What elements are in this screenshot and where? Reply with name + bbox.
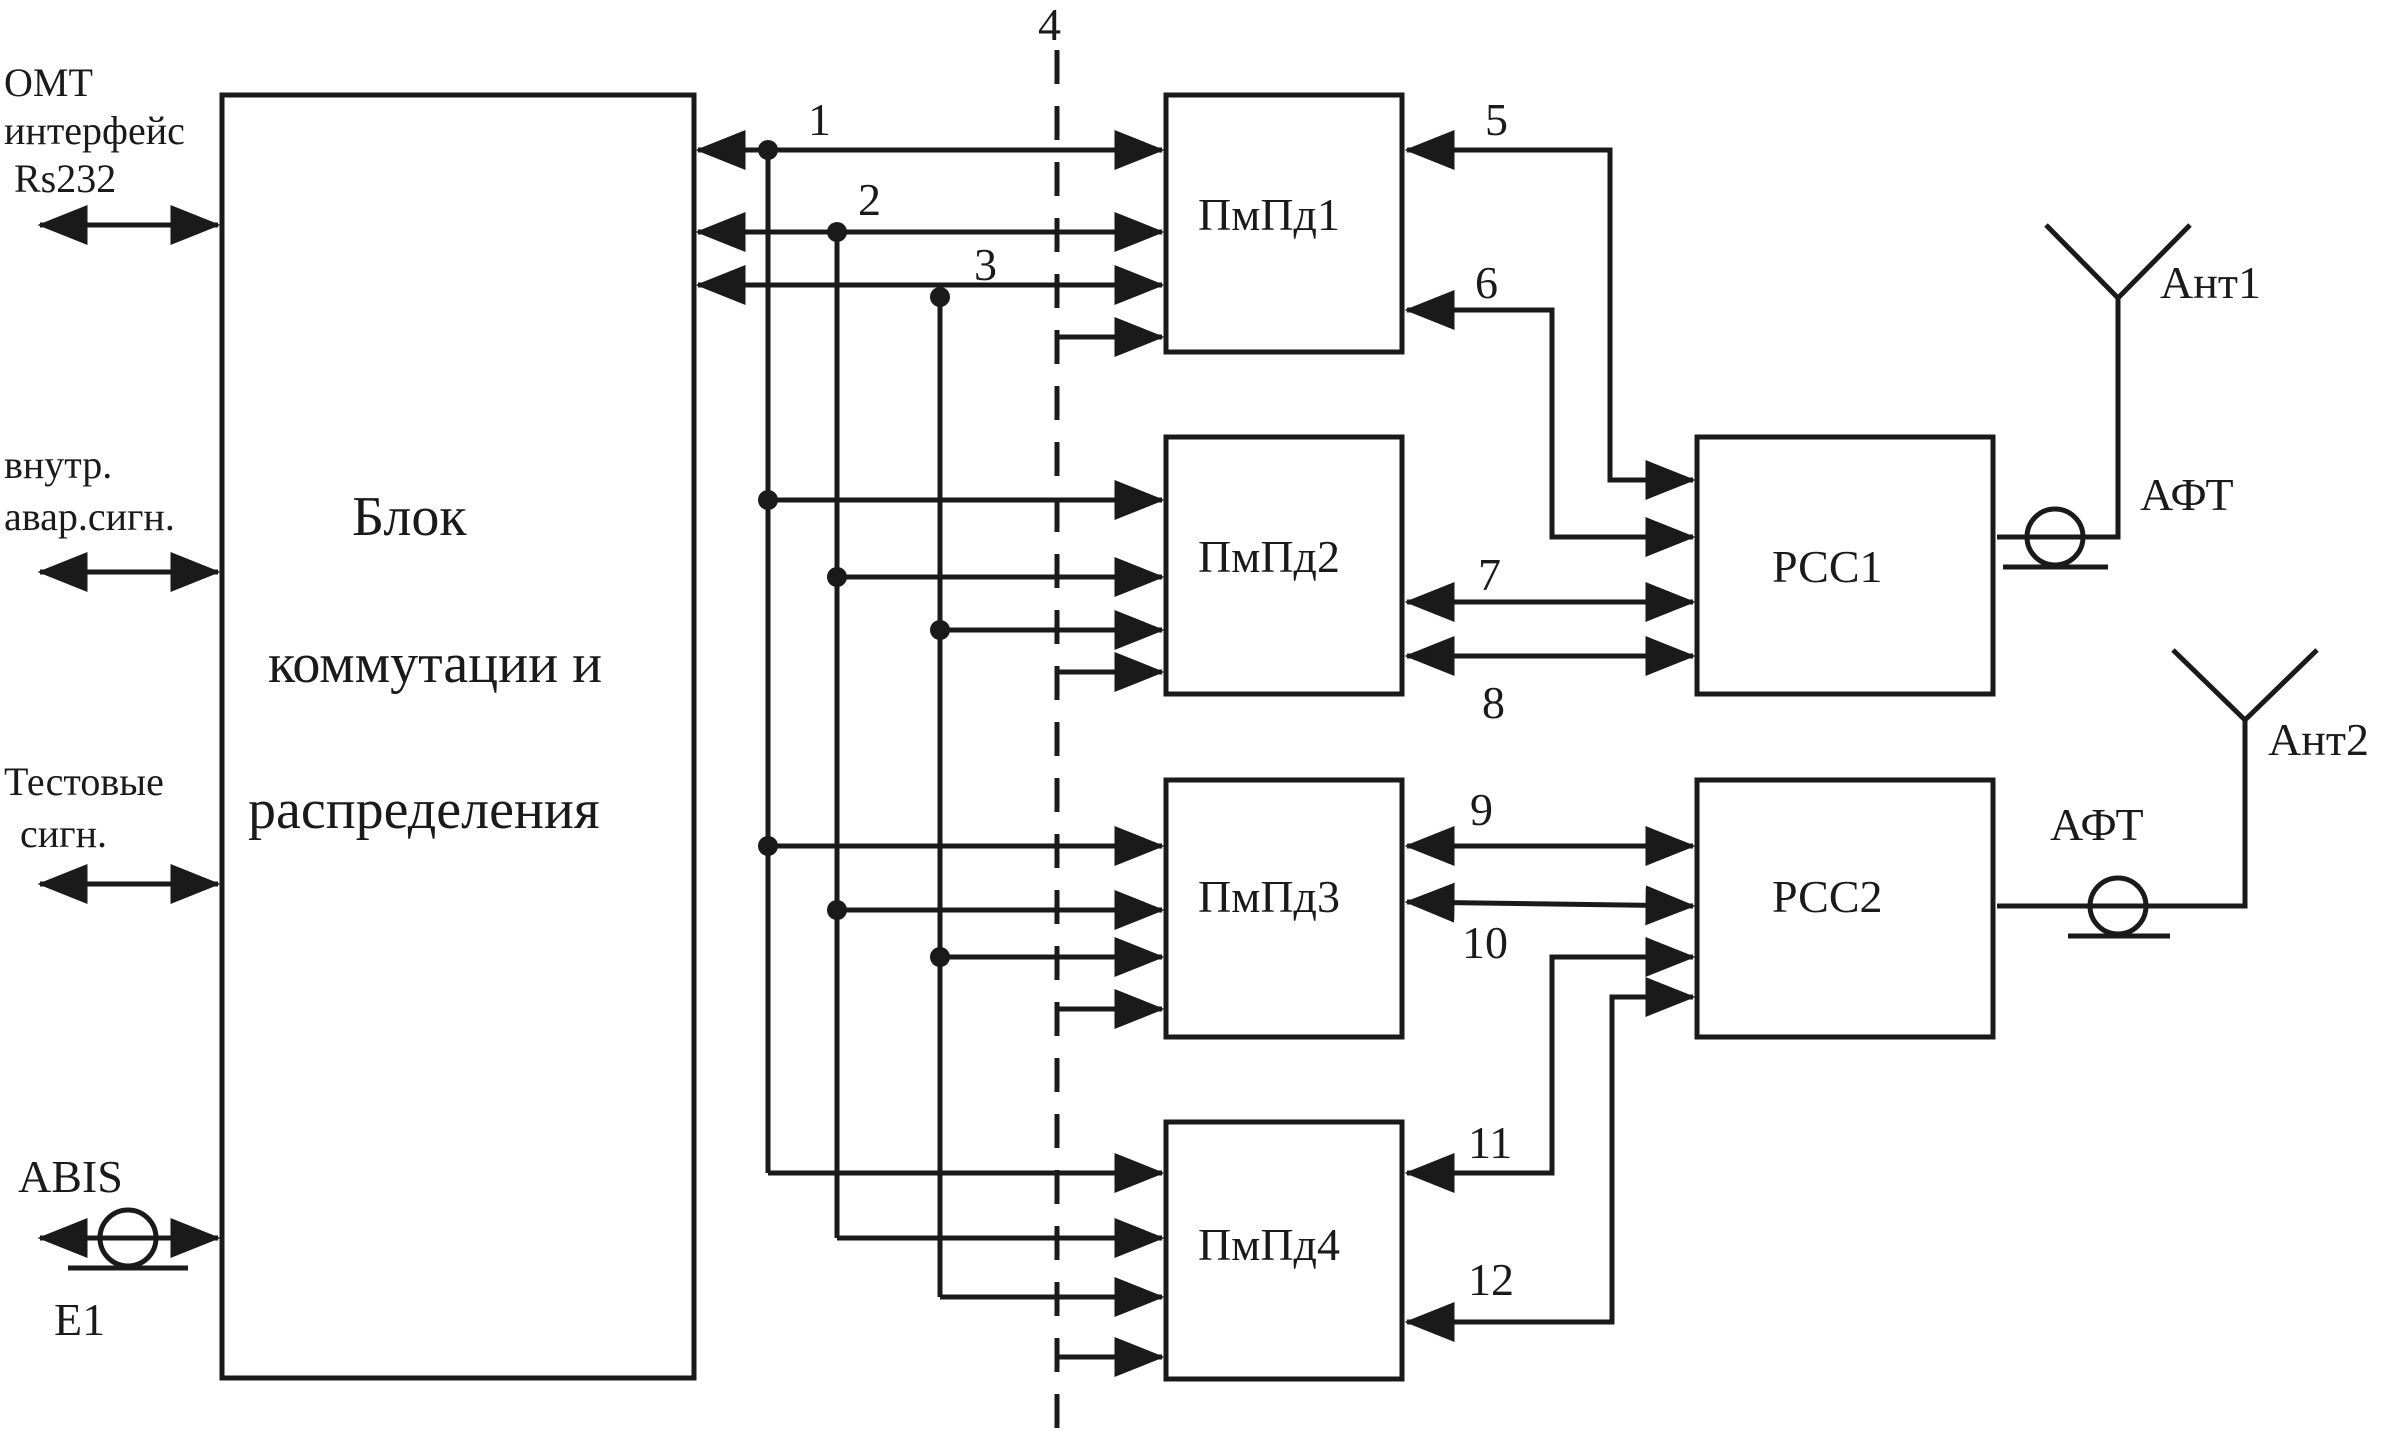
pmpd3-block	[1163, 777, 1405, 1040]
rss2-block	[1694, 777, 1996, 1040]
pmpd2-label: ПмПд2	[1198, 531, 1340, 582]
antenna-1-label: Ант1	[2160, 257, 2261, 308]
link-number-7: 7	[1478, 549, 1501, 600]
abis-coax-icon	[68, 1207, 188, 1271]
switching-block-title: Блок коммутации и распределения	[248, 486, 602, 841]
pmpd3-label: ПмПд3	[1198, 871, 1340, 922]
abis-label: ABIS	[18, 1151, 123, 1202]
aft1-label: АФТ	[2140, 469, 2234, 520]
pmpd4-block	[1163, 1119, 1405, 1382]
bus-number-2: 2	[858, 174, 881, 225]
link-number-12: 12	[1468, 1254, 1514, 1305]
link-number-10: 10	[1462, 917, 1508, 968]
pmpd1-label: ПмПд1	[1198, 189, 1340, 240]
pmpd4-label: ПмПд4	[1198, 1219, 1340, 1270]
internal-alarm-label: внутр. авар.сигн.	[4, 442, 175, 539]
junction-dot	[758, 140, 778, 160]
aft2-coax-icon	[2068, 875, 2170, 939]
antenna-2-label: Ант2	[2268, 714, 2369, 765]
link-12	[1404, 977, 1696, 1342]
junction-dot	[930, 287, 950, 307]
aft2-feeder-line	[1997, 720, 2248, 909]
omt-interface-label: OMT интерфейс Rs232	[4, 60, 185, 201]
aft2-label: АФТ	[2050, 799, 2144, 850]
link-10	[1404, 882, 1696, 926]
svg-text:внутр.: внутр.	[4, 442, 112, 487]
link-number-11: 11	[1468, 1117, 1512, 1168]
boundary-label: 4	[1038, 0, 1061, 50]
bus-number-1: 1	[808, 94, 831, 145]
bus-number-3: 3	[974, 239, 997, 290]
link-number-9: 9	[1470, 784, 1493, 835]
aft1-coax-icon	[2003, 506, 2108, 570]
junction-dot	[827, 222, 847, 242]
svg-text:коммутации и: коммутации и	[268, 633, 602, 695]
svg-text:авар.сигн.: авар.сигн.	[4, 494, 175, 539]
svg-text:Блок: Блок	[352, 486, 467, 548]
svg-text:сигн.: сигн.	[20, 811, 107, 856]
test-signals-label: Тестовые сигн.	[4, 759, 164, 856]
antenna-1-icon	[2044, 223, 2192, 300]
aft1-feeder-line	[1997, 298, 2121, 540]
link-number-6: 6	[1475, 257, 1498, 308]
svg-text:Rs232: Rs232	[14, 156, 116, 201]
pmpd1-block	[1163, 92, 1405, 355]
rss2-label: РСС2	[1772, 871, 1883, 922]
pmpd2-block	[1163, 434, 1405, 697]
e1-label: E1	[54, 1294, 105, 1345]
svg-text:интерфейс: интерфейс	[4, 108, 185, 153]
antenna-2-icon	[2171, 648, 2319, 722]
link-number-5: 5	[1485, 94, 1508, 145]
rss1-block	[1694, 434, 1996, 697]
svg-text:Тестовые: Тестовые	[4, 759, 164, 804]
svg-text:OMT: OMT	[4, 60, 93, 105]
link-6	[1404, 290, 1696, 557]
rss1-label: РСС1	[1772, 541, 1883, 592]
link-number-8: 8	[1482, 677, 1505, 728]
link-11	[1404, 937, 1696, 1193]
svg-text:распределения: распределения	[248, 779, 600, 841]
switching-distribution-block	[219, 92, 697, 1381]
